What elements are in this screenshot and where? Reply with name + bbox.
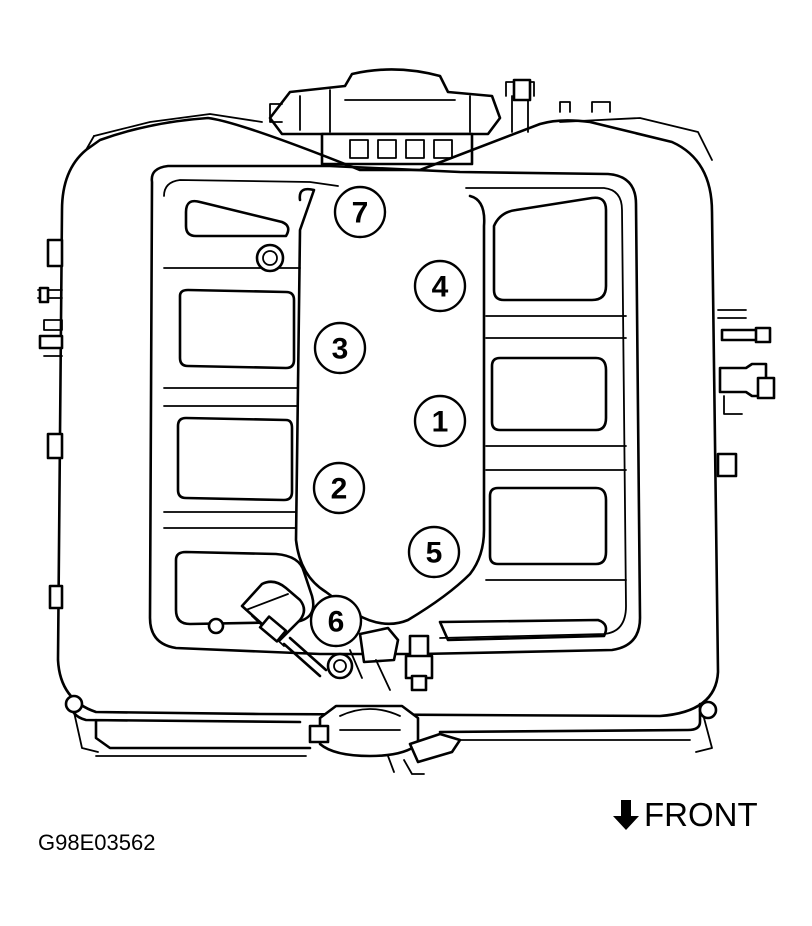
- left-side-fittings: [37, 238, 64, 610]
- right-side-fittings: [716, 309, 776, 478]
- plenum-panel: [148, 164, 642, 656]
- arrow-down-icon: [613, 800, 639, 830]
- callout-6-label: 6: [328, 606, 345, 639]
- right-runner-bank: [438, 196, 627, 642]
- callout-1-label: 1: [432, 406, 449, 439]
- bottom-housing: [308, 704, 462, 775]
- callout-2-label: 2: [331, 473, 348, 506]
- callout-5-label: 5: [426, 537, 443, 570]
- vacuum-actuator: [240, 580, 354, 680]
- callout-4: 4: [413, 259, 467, 313]
- bottom-flange: [64, 694, 718, 757]
- front-direction-indicator: FRONT: [612, 792, 758, 838]
- center-valley: [294, 187, 486, 626]
- manifold-outer-body: [56, 116, 720, 718]
- callout-1: 1: [413, 394, 467, 448]
- callout-3: 3: [313, 321, 367, 375]
- callout-3-label: 3: [332, 333, 349, 366]
- callout-5: 5: [407, 525, 461, 579]
- plenum-panel-inner: [163, 179, 627, 639]
- callout-4-label: 4: [432, 271, 449, 304]
- callout-2: 2: [312, 461, 366, 515]
- lower-fittings: [349, 626, 434, 692]
- throttle-body-top: [268, 68, 611, 166]
- figure-id: G98E03562: [38, 830, 156, 855]
- front-label-text: FRONT: [644, 796, 758, 833]
- left-runner-bank: [163, 199, 315, 635]
- callout-6: 6: [309, 594, 363, 648]
- callout-7-label: 7: [352, 197, 369, 230]
- callout-7: 7: [333, 185, 387, 239]
